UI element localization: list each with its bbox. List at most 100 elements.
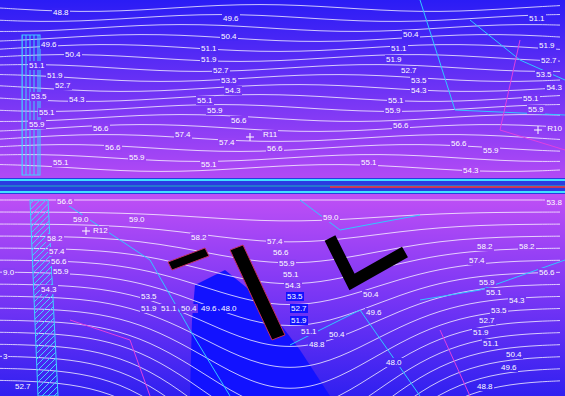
- contour-value: 50.4: [64, 50, 82, 59]
- wall: [168, 248, 209, 270]
- contour-value: 52.7: [14, 382, 32, 391]
- contour-value: 55.9: [384, 106, 402, 115]
- contour-value: 54.3: [224, 86, 242, 95]
- contour-value: 56.6: [230, 116, 248, 125]
- point-label: R12: [92, 226, 109, 235]
- contour-value: 51.9: [472, 328, 490, 337]
- contour-value: 51.1: [200, 44, 218, 53]
- contour-value: 59.0: [322, 213, 340, 222]
- wall: [230, 245, 285, 340]
- contour-line: [0, 75, 560, 82]
- contour-value: 56.6: [50, 257, 68, 266]
- contour-value: 48.0: [385, 358, 403, 367]
- contour-value: 58.2: [46, 234, 64, 243]
- contour-value: 55.1: [387, 96, 405, 105]
- hatched-structure: [22, 35, 40, 175]
- contour-value: 57.4: [174, 130, 192, 139]
- contour-value: 55.9: [278, 259, 296, 268]
- contour-line: [0, 344, 560, 396]
- contour-value: 52.7: [478, 316, 496, 325]
- contour-value: 58.2: [476, 242, 494, 251]
- contour-value: 51.9: [385, 55, 403, 64]
- contour-value: 51.1: [482, 339, 500, 348]
- contour-value: 9.0: [2, 268, 15, 277]
- contour-value: 52.7: [54, 81, 72, 90]
- site-lines: [60, 0, 565, 396]
- contour-value: 48.8: [52, 8, 70, 17]
- contour-value: 52.7: [212, 66, 230, 75]
- contour-value: 51.1: [28, 61, 46, 70]
- contour-line: [0, 15, 560, 22]
- contour-value: 54.3: [410, 86, 428, 95]
- channel-centre: [0, 186, 565, 187]
- contour-value: 53.5: [220, 76, 238, 85]
- contour-value: 49.6: [200, 304, 218, 313]
- contour-value: 55.1: [196, 96, 214, 105]
- contour-value: 55.1: [360, 158, 378, 167]
- contour-line: [0, 115, 560, 122]
- contour-value: 48.0: [220, 304, 238, 313]
- contour-value: 49.6: [40, 40, 58, 49]
- contour-value: 54.3: [545, 83, 563, 92]
- contour-value: 56.6: [92, 124, 110, 133]
- contour-line: [0, 25, 560, 32]
- contour-line: [0, 5, 560, 12]
- contour-value: 54.3: [68, 95, 86, 104]
- contour-value: 59.0: [72, 215, 90, 224]
- contour-value: 55.1: [200, 160, 218, 169]
- contour-value: 57.4: [218, 138, 236, 147]
- contour-line: [0, 248, 560, 284]
- contour-line: [0, 155, 560, 162]
- contour-line: [0, 105, 560, 112]
- contour-value: 55.1: [522, 94, 540, 103]
- contour-line: [0, 135, 560, 142]
- contour-value: 50.4: [402, 30, 420, 39]
- channel-band: [0, 178, 565, 194]
- contour-value: 55.9: [128, 153, 146, 162]
- contour-value: 55.9: [482, 146, 500, 155]
- contour-value: 55.1: [282, 270, 300, 279]
- contour-line: [0, 55, 560, 62]
- contour-value: 51.1: [160, 304, 178, 313]
- contour-value: 53.5: [490, 306, 508, 315]
- contour-value: 55.1: [38, 108, 56, 117]
- contour-value: 56.6: [56, 197, 74, 206]
- contour-value: 52.7: [540, 56, 558, 65]
- contour-value: 55.9: [527, 105, 545, 114]
- point-label: R10: [546, 124, 563, 133]
- contour-value: 55.1: [52, 158, 70, 167]
- contour-value: 51.9: [140, 304, 158, 313]
- contour-value: 50.4: [220, 32, 238, 41]
- contour-value: 54.3: [508, 296, 526, 305]
- contour-value: 56.6: [266, 144, 284, 153]
- contour-value: 54.3: [40, 285, 58, 294]
- contour-value: 57.4: [266, 237, 284, 246]
- contour-value: 50.4: [328, 330, 346, 339]
- contour-value: 58.2: [190, 233, 208, 242]
- contour-value: 53.8: [545, 198, 563, 207]
- channel-edge: [0, 179, 565, 181]
- contour-line: [0, 356, 560, 396]
- contour-line: [0, 368, 560, 396]
- contour-line: [0, 45, 560, 52]
- contour-value: 53.5: [410, 76, 428, 85]
- contour-value: 53.5: [30, 92, 48, 101]
- contour-value: 54.3: [462, 166, 480, 175]
- contour-value: 58.2: [518, 242, 536, 251]
- contour-value: 56.6: [538, 268, 556, 277]
- contour-value: 56.6: [392, 121, 410, 130]
- contour-value: 51.1: [300, 327, 318, 336]
- contour-line: [0, 85, 560, 92]
- survey-marker: [82, 126, 542, 235]
- contour-value: 50.4: [362, 290, 380, 299]
- contour-value: 51.9: [538, 41, 556, 50]
- contour-line: [0, 332, 560, 396]
- contour-value: 54.3: [284, 281, 302, 290]
- contour-line: [0, 272, 560, 325]
- contour-lines: [0, 5, 560, 396]
- contour-value: 52.7: [400, 66, 418, 75]
- contour-value: 48.8: [308, 340, 326, 349]
- contour-value: 57.4: [468, 256, 486, 265]
- contour-value: 56.6: [450, 139, 468, 148]
- point-label: R11: [262, 130, 278, 139]
